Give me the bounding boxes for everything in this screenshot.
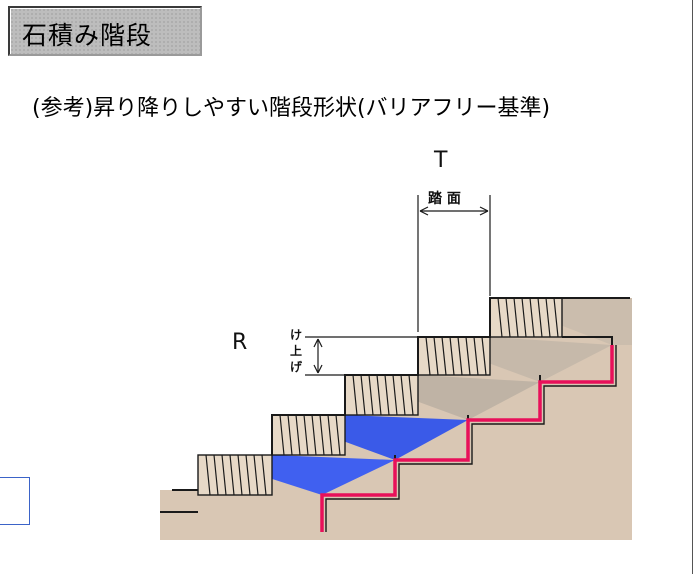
- riser-4: [417, 336, 491, 376]
- riser-label-ke: け: [290, 328, 303, 342]
- risers: [197, 297, 563, 496]
- riser-label-age: 上: [290, 344, 303, 358]
- riser-dimension: [305, 336, 418, 376]
- profile-edge-outline: [325, 345, 617, 532]
- riser-label-ge: げ: [290, 360, 303, 374]
- tread-label: 踏 面: [428, 191, 461, 207]
- riser-5: [489, 297, 563, 338]
- profile-edge-highlight: [320, 345, 614, 532]
- partial-outline-box: [0, 477, 30, 525]
- title-box: 石積み階段: [8, 6, 202, 56]
- riser-hatching: [205, 297, 559, 496]
- stair-edges: [160, 297, 630, 513]
- riser-3: [344, 374, 419, 416]
- right-divider: [692, 0, 693, 574]
- riser-1: [197, 454, 273, 496]
- tread-dimension: [417, 195, 491, 332]
- label-t: T: [434, 148, 448, 173]
- page-title: 石積み階段: [22, 21, 153, 50]
- label-r: R: [232, 330, 248, 355]
- subtitle: (参考)昇り降りしやすい階段形状(バリアフリー基準): [32, 96, 551, 121]
